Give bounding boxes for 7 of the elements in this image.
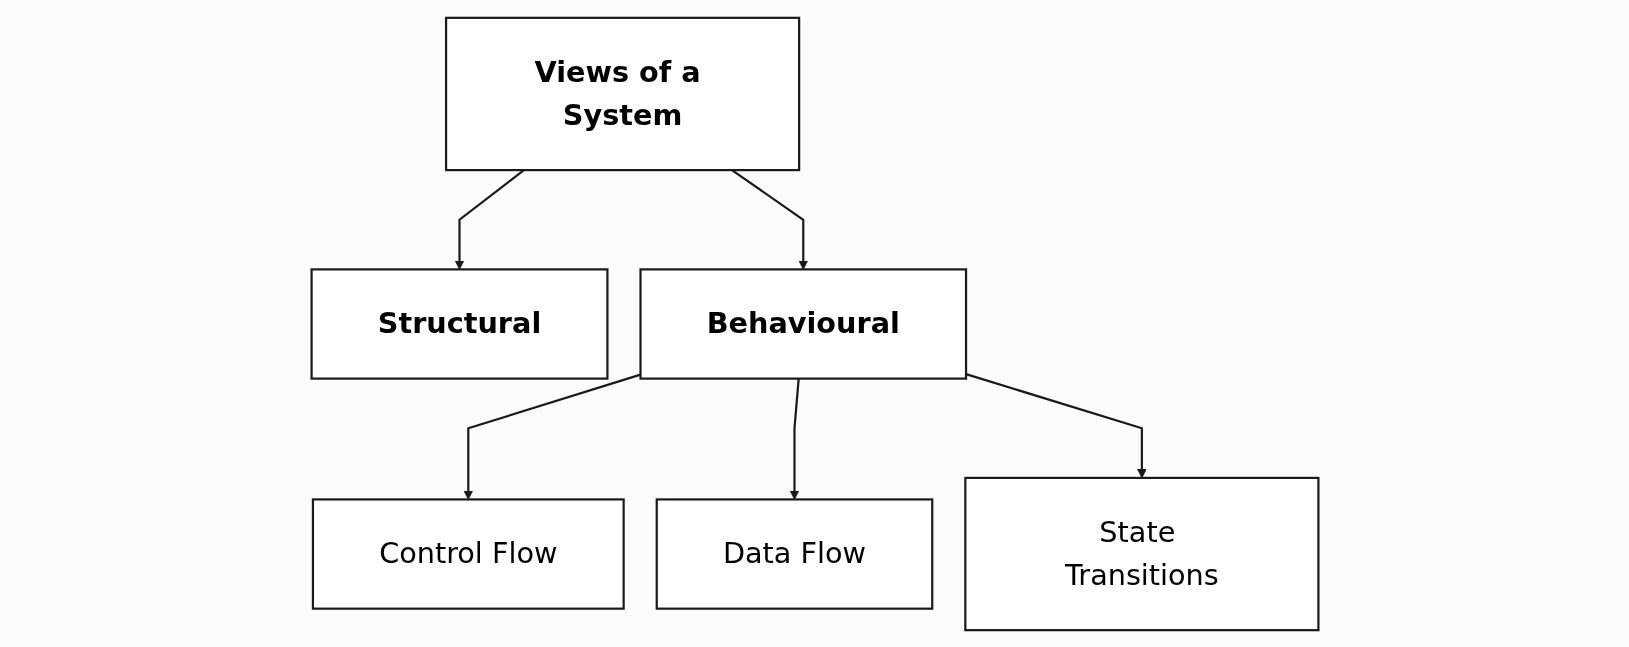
node-box: Structural [310,267,609,380]
node-box: Control Flow [311,497,625,610]
node-box: Data Flow [655,497,933,610]
arrow [965,372,1147,478]
node-box: State Transitions [963,476,1319,631]
node-box: Behavioural [638,267,967,380]
node-box: Views of a System [444,16,800,171]
